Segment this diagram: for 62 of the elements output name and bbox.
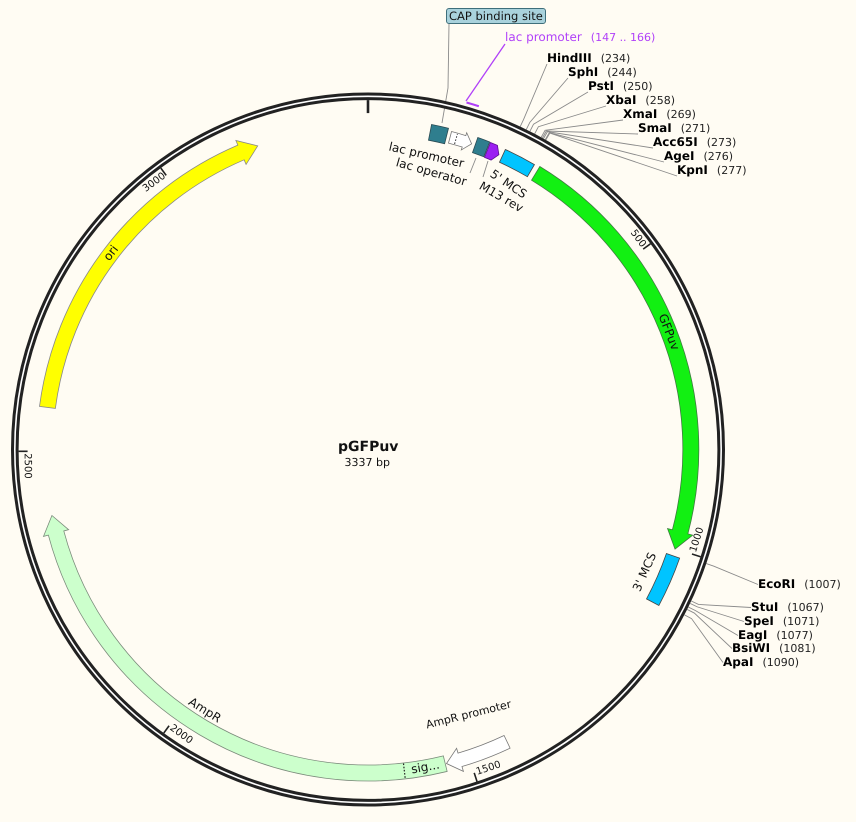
enzyme-name: StuI <box>751 600 778 614</box>
cut-position: (276) <box>703 150 734 164</box>
feature-label: CAP binding site <box>449 9 543 23</box>
cut-position: (250) <box>622 80 653 94</box>
cut-position: (244) <box>607 66 637 80</box>
plasmid-size: 3337 bp <box>344 456 390 470</box>
enzyme-name: EagI <box>738 628 768 642</box>
leader-line <box>526 78 568 130</box>
tick-label: 1000 <box>688 526 707 554</box>
enzyme-name: SpeI <box>744 614 774 628</box>
label-tag <box>446 8 546 24</box>
cut-position: (271) <box>680 122 710 136</box>
cut-position: (1090) <box>762 656 800 670</box>
cut-position: (1077) <box>776 629 813 643</box>
leader-line <box>470 158 476 174</box>
cut-position: (234) <box>600 52 630 66</box>
leader-line <box>520 64 548 128</box>
enzyme-name: SphI <box>568 65 598 79</box>
feature-label: GFPuv <box>655 311 682 352</box>
position-range: (147 .. 166) <box>590 31 656 45</box>
feature-label: ori <box>100 242 122 264</box>
cut-position: (1081) <box>779 642 816 656</box>
enzyme-name: SmaI <box>638 121 672 135</box>
enzyme-name: Acc65I <box>653 135 698 149</box>
tick-label: 1500 <box>474 759 502 779</box>
feature-label: sig... <box>410 758 441 777</box>
enzyme-name: ApaI <box>723 655 754 669</box>
enzyme-name: BsiWI <box>732 641 770 655</box>
enzyme-name: HindIII <box>547 51 592 65</box>
plasmid-name: pGFPuv <box>338 440 398 454</box>
cut-position: (1071) <box>782 615 820 629</box>
leader-line <box>545 132 678 176</box>
enzyme-name: PstI <box>588 79 614 93</box>
cut-position: (258) <box>645 94 675 108</box>
leader-line <box>543 131 654 148</box>
leader-line <box>529 92 588 132</box>
cut-position: (1067) <box>787 601 824 615</box>
leader-line <box>690 602 744 622</box>
cut-position: (273) <box>706 136 736 150</box>
leader-line <box>686 609 732 649</box>
enzyme-name: KpnI <box>677 163 708 177</box>
leader-line <box>542 130 638 138</box>
cut-position: (269) <box>666 108 696 122</box>
enzyme-name: XbaI <box>606 93 636 107</box>
leader-line <box>684 614 724 663</box>
leader-line <box>688 606 738 636</box>
leader-line <box>544 132 664 162</box>
enzyme-name: XmaI <box>623 107 658 121</box>
leader-line <box>690 600 752 608</box>
leader-line <box>706 563 758 585</box>
leader-line <box>540 120 624 138</box>
cut-position: (277) <box>716 164 746 178</box>
enzyme-name: AgeI <box>664 149 694 163</box>
feature-label: 3' MCS <box>630 550 660 594</box>
enzyme-name: EcoRI <box>758 577 796 591</box>
leader-line <box>534 106 606 134</box>
feature-label: lac promoter <box>505 30 582 44</box>
cut-position: (1007) <box>804 578 841 592</box>
tick-label: 2500 <box>21 453 34 479</box>
leader-line <box>482 160 488 178</box>
leader-line <box>465 44 506 102</box>
leader-line <box>442 24 450 124</box>
